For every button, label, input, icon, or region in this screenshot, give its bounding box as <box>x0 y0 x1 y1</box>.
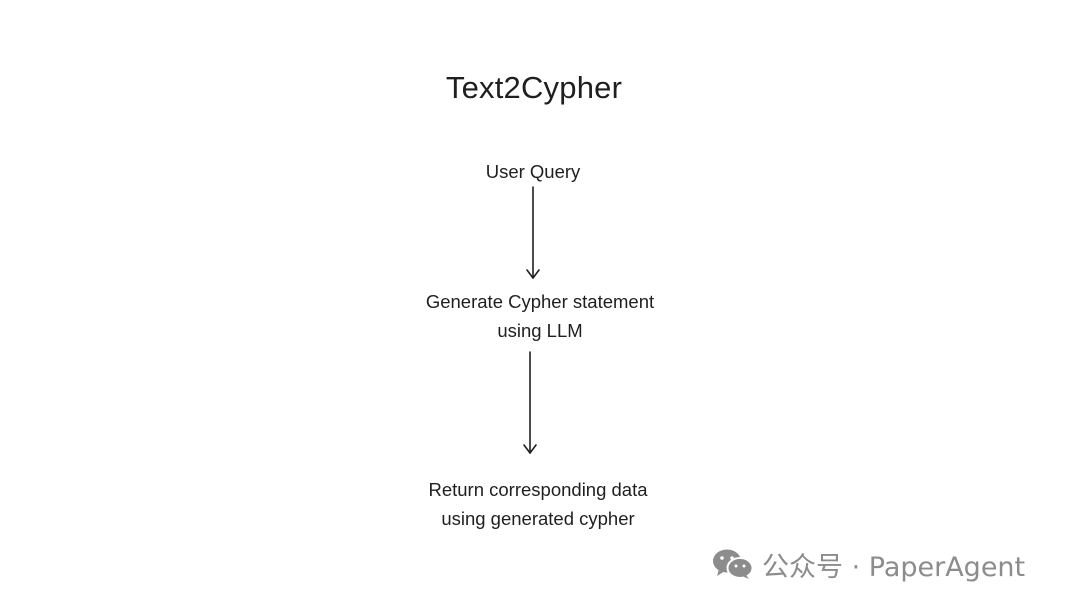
arrow-query-to-generate <box>526 186 540 279</box>
node-return-data: Return corresponding data using generate… <box>378 475 698 533</box>
node-generate-cypher-line-2: using LLM <box>497 320 583 341</box>
node-user-query-line-1: User Query <box>485 161 581 182</box>
watermark: 公众号 · PaperAgent <box>712 546 1026 583</box>
watermark-text: 公众号 · PaperAgent <box>762 551 1026 583</box>
node-return-data-line-2: using generated cypher <box>441 508 635 529</box>
node-generate-cypher: Generate Cypher statement using LLM <box>380 287 700 345</box>
node-user-query: User Query <box>383 157 683 186</box>
node-return-data-line-1: Return corresponding data <box>428 479 648 500</box>
diagram-title: Text2Cypher <box>445 70 623 105</box>
node-generate-cypher-line-1: Generate Cypher statement <box>425 291 655 312</box>
wechat-icon <box>713 549 754 579</box>
arrow-generate-to-return <box>523 351 537 454</box>
